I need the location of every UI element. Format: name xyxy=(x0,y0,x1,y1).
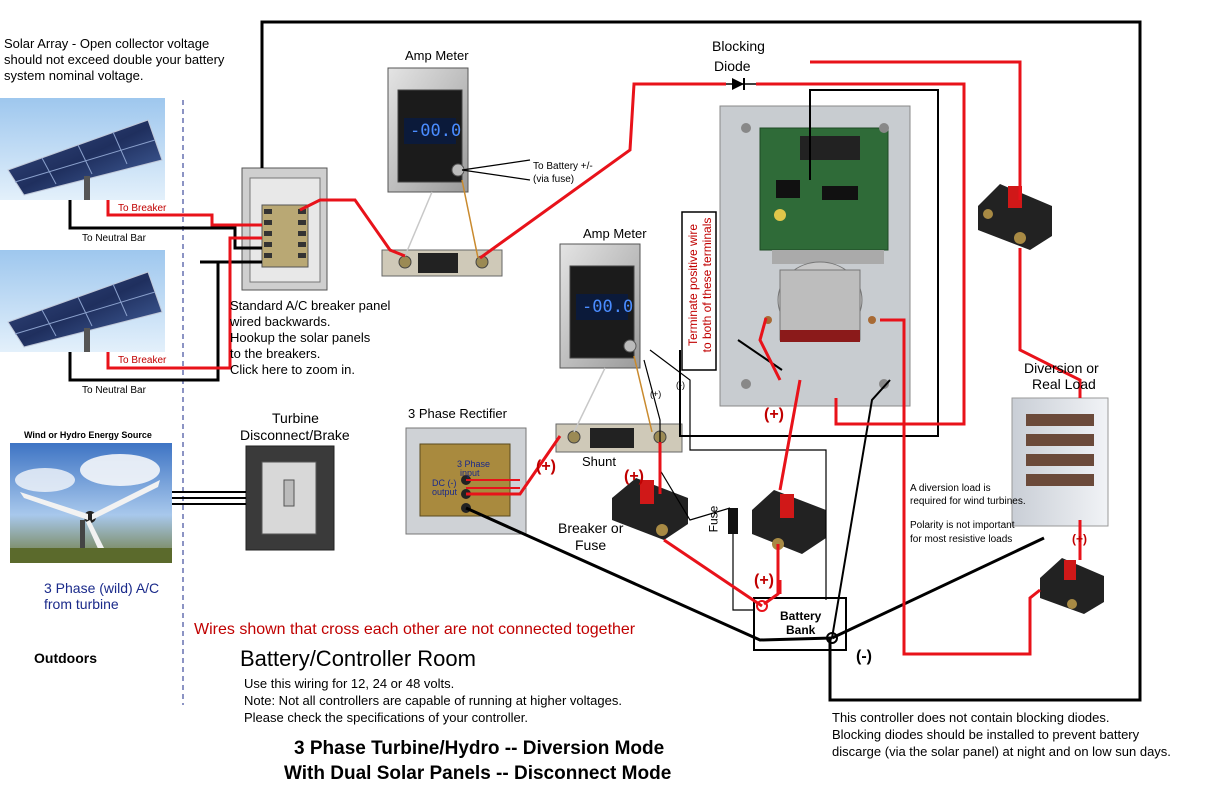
diversion-note-3: Polarity is not important xyxy=(910,520,1015,531)
rectifier-box-dc: DC (-) xyxy=(432,478,457,488)
breaker-or-label: Breaker or xyxy=(558,520,624,536)
footer-title-2: With Dual Solar Panels -- Disconnect Mod… xyxy=(284,763,672,784)
crossing-wires-warning: Wires shown that cross each other are no… xyxy=(194,621,636,638)
breaker-panel-note-1: Standard A/C breaker panel xyxy=(230,298,391,313)
battery-minus: (-) xyxy=(856,648,872,665)
battery-neg-terminal xyxy=(826,632,838,644)
breaker-right xyxy=(752,490,826,554)
rectifier-plus: (+) xyxy=(536,458,556,475)
turbine-disconnect-switch xyxy=(245,445,335,551)
amp-meter-mid xyxy=(559,243,641,369)
disconnect-brake-label: Disconnect/Brake xyxy=(240,427,350,443)
rectifier-box-dc2: output xyxy=(432,487,458,497)
breaker-panel-note-3: Hookup the solar panels xyxy=(230,330,371,345)
blocking-note-1: This controller does not contain blockin… xyxy=(832,710,1110,725)
solar-panel-1 xyxy=(0,98,165,200)
shunt-mid xyxy=(555,423,683,453)
to-neutral-label-2: To Neutral Bar xyxy=(82,385,146,396)
battery-plus: (+) xyxy=(754,572,774,589)
amp-meter-top-title: Amp Meter xyxy=(405,48,469,63)
zoom-in-link[interactable]: Click here to zoom in. xyxy=(230,362,355,377)
amp-meter-mid-title: Amp Meter xyxy=(583,226,647,241)
blocking-note-2: Blocking diodes should be installed to p… xyxy=(832,727,1140,742)
shunt-label: Shunt xyxy=(582,454,616,469)
amp-meter-mid-display: -00.0 xyxy=(582,297,634,317)
three-phase-ac-label: 3 Phase (wild) A/C xyxy=(44,580,160,596)
charge-controller xyxy=(719,105,911,407)
diversion-note-4: for most resistive loads xyxy=(910,534,1013,545)
wind-source-title: Wind or Hydro Energy Source xyxy=(24,430,152,440)
battery-pos-terminal xyxy=(756,600,768,612)
room-note-1: Use this wiring for 12, 24 or 48 volts. xyxy=(244,676,455,691)
meter-leads xyxy=(404,191,606,433)
breaker-left xyxy=(612,478,688,540)
meter-leads-orange xyxy=(461,179,653,433)
terminate-note-box xyxy=(681,211,717,371)
diversion-plus: (+) xyxy=(1072,532,1087,546)
controller-plus: (+) xyxy=(764,406,784,423)
to-breaker-label-2: To Breaker xyxy=(118,355,167,366)
outdoors-label: Outdoors xyxy=(34,650,97,666)
inline-fuse xyxy=(728,508,738,534)
to-battery-label: To Battery +/- xyxy=(533,161,593,172)
wind-turbine-photo xyxy=(10,443,172,563)
diversion-label-2: Real Load xyxy=(1032,376,1096,392)
meter-mid-plus: (+) xyxy=(650,389,662,399)
blocking-diode-label-1: Blocking xyxy=(712,38,765,54)
turbine-label: Turbine xyxy=(272,410,319,426)
room-note-2: Note: Not all controllers are capable of… xyxy=(244,693,622,708)
positive-wires xyxy=(106,60,1082,656)
breaker-plus: (+) xyxy=(624,468,644,485)
battery-bank-box xyxy=(753,597,847,651)
breaker-panel xyxy=(241,167,328,291)
breaker-panel-note-4: to the breakers. xyxy=(230,346,321,361)
rectifier-box-text-1: 3 Phase xyxy=(457,459,491,469)
solar-note-line2: should not exceed double your battery xyxy=(4,52,225,67)
rectifier-title: 3 Phase Rectifier xyxy=(408,406,507,421)
circuit-breaker-top-right xyxy=(978,184,1052,250)
from-turbine-label: from turbine xyxy=(44,596,119,612)
diversion-label-1: Diversion or xyxy=(1024,360,1099,376)
amp-meter-top xyxy=(387,67,469,193)
inline-fuse-label: Fuse xyxy=(706,505,721,533)
breaker-panel-note-2: wired backwards. xyxy=(230,314,331,329)
blocking-diode-symbol xyxy=(726,78,756,90)
rectifier-box-text-2: input xyxy=(460,468,480,478)
meter-mid-minus: (-) xyxy=(676,380,685,390)
battery-label-1: Battery xyxy=(780,609,822,623)
room-note-3: Please check the specifications of your … xyxy=(244,710,528,725)
diversion-note-2: required for wind turbines. xyxy=(910,496,1026,507)
circuit-breaker-bottom-right xyxy=(1040,558,1104,614)
blocking-note-3: discarge (via the solar panel) at night … xyxy=(832,744,1171,759)
terminate-note-1: Terminate positive wire xyxy=(686,223,700,347)
to-neutral-label-1: To Neutral Bar xyxy=(82,233,146,244)
solar-note-line1: Solar Array - Open collector voltage xyxy=(4,36,210,51)
solar-note-line3: system nominal voltage. xyxy=(4,68,144,83)
shunt-top xyxy=(381,249,503,277)
amp-meter-top-display: -00.0 xyxy=(410,121,462,141)
diversion-heater xyxy=(1011,397,1109,527)
room-title: Battery/Controller Room xyxy=(240,646,476,671)
diversion-note-1: A diversion load is xyxy=(910,483,991,494)
footer-title-1: 3 Phase Turbine/Hydro -- Diversion Mode xyxy=(294,738,665,759)
fuse-label: Fuse xyxy=(575,537,607,553)
negative-wires xyxy=(68,20,1142,702)
via-fuse-label: (via fuse) xyxy=(533,174,575,185)
blocking-diode-label-2: Diode xyxy=(714,58,751,74)
terminate-note-2: to both of these terminals xyxy=(700,217,714,353)
solar-panel-2 xyxy=(0,250,165,352)
battery-label-2: Bank xyxy=(786,623,816,637)
to-breaker-label-1: To Breaker xyxy=(118,203,167,214)
